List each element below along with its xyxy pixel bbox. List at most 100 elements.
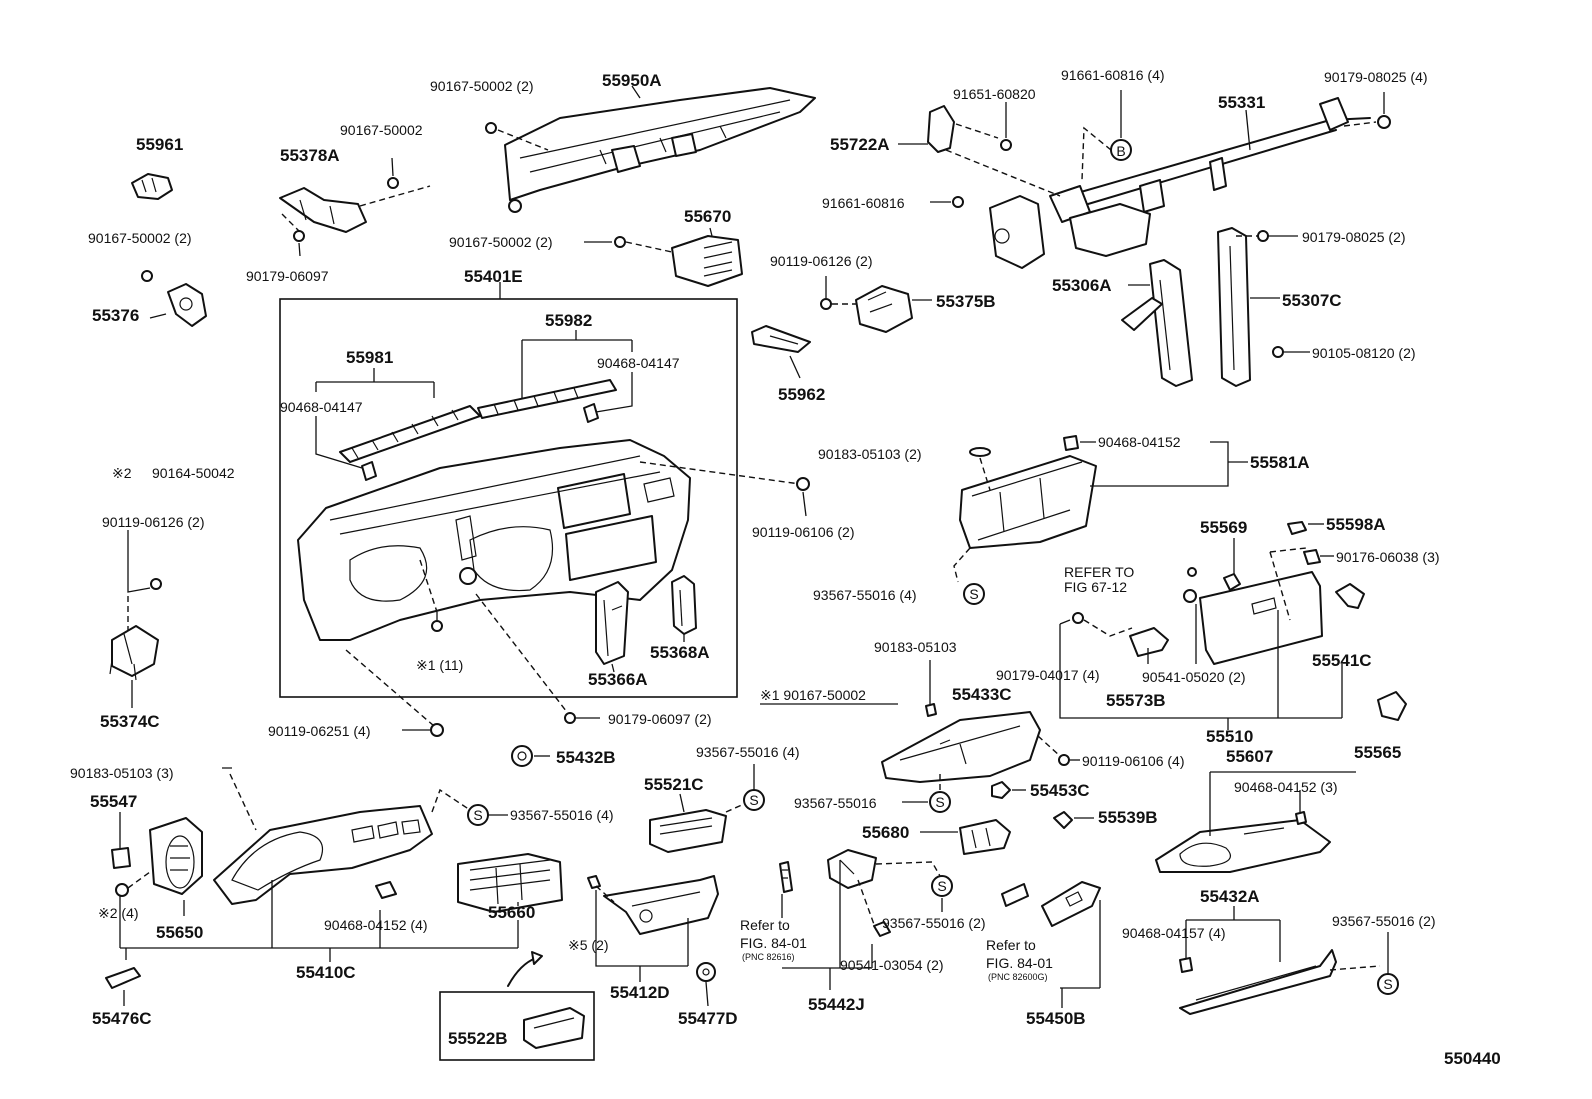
callout-91651-60820: 91651-60820 xyxy=(953,86,1036,102)
part-55432A-drawing: S xyxy=(1179,906,1399,1015)
part-55510-drawing xyxy=(1059,521,1407,730)
refer-fig84a-line2: FIG. 84-01 xyxy=(740,935,807,951)
callout-55573B: 55573B xyxy=(1106,691,1166,710)
part-55410C-drawing xyxy=(119,767,519,962)
refer-fig84b-line2: FIG. 84-01 xyxy=(986,955,1053,971)
callout-90468-04147-a: 90468-04147 xyxy=(280,399,363,415)
callout-55306A: 55306A xyxy=(1052,276,1112,295)
callout-90541-03054-2: 90541-03054 (2) xyxy=(840,957,944,973)
callout-55374C: 55374C xyxy=(100,712,160,731)
callout-90179-08025-2: 90179-08025 (2) xyxy=(1302,229,1406,245)
refer-fig67-line1: REFER TO xyxy=(1064,564,1134,580)
part-55722A-drawing xyxy=(898,102,1061,208)
mark2-quantity: ※2 (4) xyxy=(98,905,139,921)
marker-s-1: S xyxy=(963,583,985,605)
callout-55450B: 55450B xyxy=(1026,1009,1086,1028)
callout-90179-04017-4: 90179-04017 (4) xyxy=(996,667,1100,683)
part-55307C-drawing xyxy=(1217,227,1310,387)
callout-55565: 55565 xyxy=(1354,743,1401,762)
marker-s-label: S xyxy=(937,878,946,894)
part-55412D-drawing xyxy=(587,875,719,982)
callout-93567-55016-4a: 93567-55016 (4) xyxy=(813,587,917,603)
part-55607-drawing xyxy=(1155,771,1356,873)
callout-55453C: 55453C xyxy=(1030,781,1090,800)
part-55982-drawing xyxy=(477,330,633,423)
callout-55433C: 55433C xyxy=(952,685,1012,704)
part-55477D-drawing xyxy=(696,962,716,1007)
callout-55521C: 55521C xyxy=(644,775,704,794)
callout-90119-06251-4: 90119-06251 (4) xyxy=(268,723,370,739)
callout-90541-05020-2: 90541-05020 (2) xyxy=(1142,669,1246,685)
callout-93567-55016-2b: 93567-55016 (2) xyxy=(1332,913,1436,929)
part-55660-drawing xyxy=(457,853,563,913)
callout-90468-04147-b: 90468-04147 xyxy=(597,355,680,371)
part-55961-drawing xyxy=(131,173,173,200)
callout-91661-60816: 91661-60816 xyxy=(822,195,905,211)
callout-55378A: 55378A xyxy=(280,146,340,165)
inset-55522B xyxy=(439,951,595,1061)
callout-90468-04152-3: 90468-04152 (3) xyxy=(1234,779,1338,795)
callout-55962: 55962 xyxy=(778,385,825,404)
callout-55522B: 55522B xyxy=(448,1029,508,1048)
part-55306A-drawing xyxy=(1121,259,1193,387)
callout-55541C: 55541C xyxy=(1312,651,1372,670)
callout-55607: 55607 xyxy=(1226,747,1273,766)
callout-labels: 55961 55378A 90167-50002 90179-06097 901… xyxy=(70,67,1501,1068)
part-55375B-drawing xyxy=(820,276,932,333)
callout-90119-06106-4: 90119-06106 (4) xyxy=(1082,753,1184,769)
callout-55510: 55510 xyxy=(1206,727,1253,746)
callout-93567-55016-4d: 93567-55016 (4) xyxy=(510,807,614,823)
callout-55375B: 55375B xyxy=(936,292,996,311)
part-55650-drawing xyxy=(115,817,203,916)
callout-55598A: 55598A xyxy=(1326,515,1386,534)
callout-90183-05103-2: 90183-05103 (2) xyxy=(818,446,922,462)
callout-55331: 55331 xyxy=(1218,93,1265,112)
callout-90179-06097-2: 90179-06097 (2) xyxy=(608,711,712,727)
callout-93567-55016-b: 93567-55016 xyxy=(794,795,877,811)
part-55331-drawing xyxy=(989,92,1391,269)
part-55981-drawing xyxy=(315,368,481,481)
callout-55961: 55961 xyxy=(136,135,183,154)
part-55680-drawing xyxy=(920,819,1011,855)
part-55521C-drawing: S xyxy=(649,764,765,853)
callout-55307C: 55307C xyxy=(1282,291,1342,310)
callout-90119-06126-2a: 90119-06126 (2) xyxy=(770,253,872,269)
marker-s-label: S xyxy=(935,794,944,810)
callout-93567-55016-4c: 93567-55016 (4) xyxy=(696,744,800,760)
callout-90105-08120-2: 90105-08120 (2) xyxy=(1312,345,1416,361)
callout-90183-05103: 90183-05103 xyxy=(874,639,957,655)
diagram-id: 550440 xyxy=(1444,1049,1501,1068)
callout-90179-08025-4: 90179-08025 (4) xyxy=(1324,69,1428,85)
part-55374C-drawing xyxy=(109,530,162,708)
callout-55366A: 55366A xyxy=(588,670,648,689)
mark2-definition-symbol: ※2 xyxy=(112,465,132,481)
bolt-90119-06106-2 xyxy=(796,477,810,491)
callout-55376: 55376 xyxy=(92,306,139,325)
part-55950A-drawing xyxy=(485,85,816,213)
marker-s-2: S xyxy=(467,804,489,826)
callout-55670: 55670 xyxy=(684,207,731,226)
callout-55368A: 55368A xyxy=(650,643,710,662)
callout-55412D: 55412D xyxy=(610,983,670,1002)
marker-s-label: S xyxy=(473,807,482,823)
callout-90164-50042: 90164-50042 xyxy=(152,465,235,481)
callout-55660: 55660 xyxy=(488,903,535,922)
callout-55432A: 55432A xyxy=(1200,887,1260,906)
callout-90167-50002-a: 90167-50002 xyxy=(340,122,423,138)
marker-b: B xyxy=(1081,90,1132,181)
dashboard-panel-drawing xyxy=(297,439,801,727)
callout-55950A: 55950A xyxy=(602,71,662,90)
part-55581A-drawing xyxy=(953,435,1248,583)
refer-fig84b-line3: (PNC 82600G) xyxy=(988,972,1048,982)
callout-90179-06097-a: 90179-06097 xyxy=(246,268,329,284)
part-55368A-drawing xyxy=(671,575,697,642)
callout-55539B: 55539B xyxy=(1098,808,1158,827)
callout-55982: 55982 xyxy=(545,311,592,330)
refer-fig84b-line1: Refer to xyxy=(986,937,1036,953)
callout-55432B: 55432B xyxy=(556,748,616,767)
part-55962-drawing xyxy=(751,325,811,379)
callout-90468-04152-a: 90468-04152 xyxy=(1098,434,1181,450)
clip-90179-06097-2 xyxy=(564,712,600,724)
part-55450B-drawing xyxy=(1001,881,1101,1008)
